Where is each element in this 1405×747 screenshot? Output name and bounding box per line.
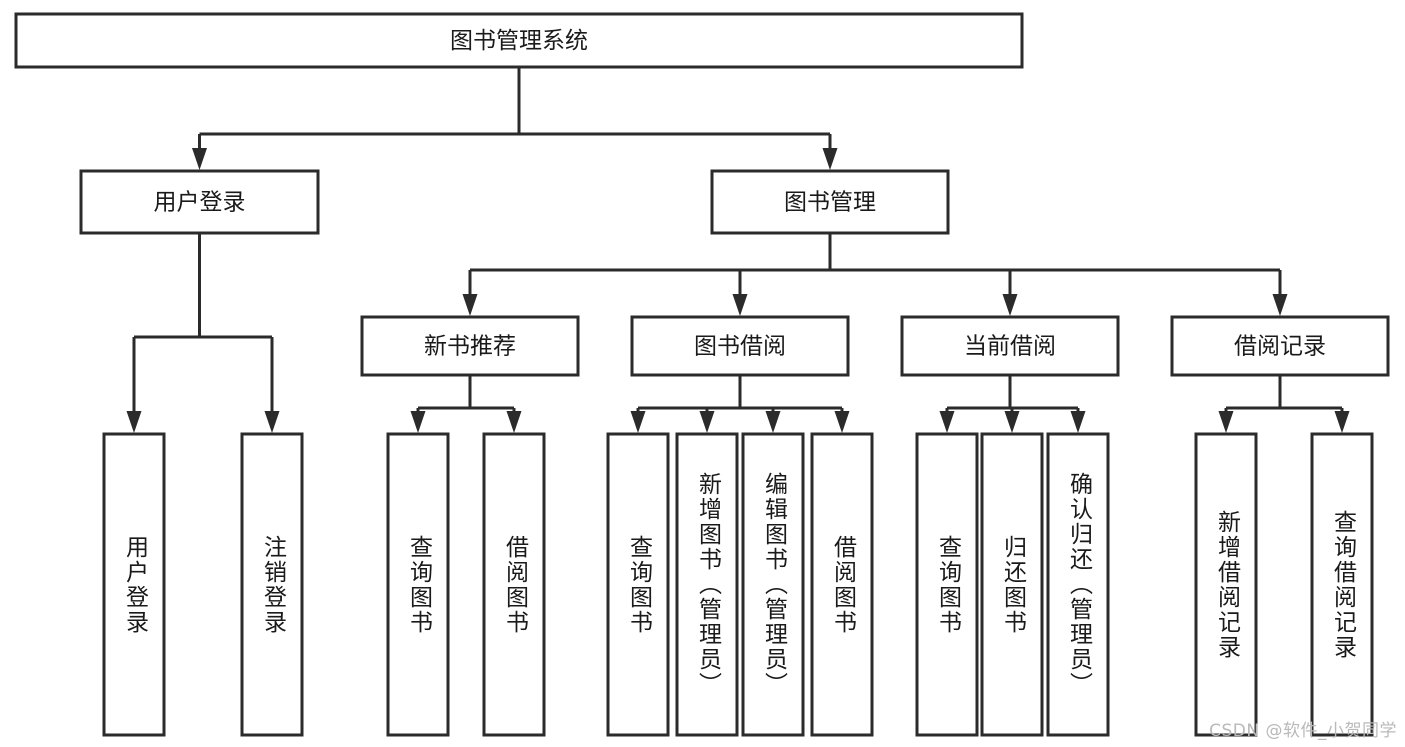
node-box[interactable] [741,432,805,737]
node-l1_0[interactable]: 用户登录 [79,169,320,235]
arrow-head-icon [1004,411,1020,433]
node-box[interactable] [14,12,1024,69]
arrow-head-icon [699,411,715,433]
node-box[interactable] [1046,432,1110,737]
node-label: 图书借阅 [694,334,786,360]
arrow-head-icon [462,294,478,316]
node-box[interactable] [79,169,320,235]
node-box[interactable] [1310,432,1374,737]
node-leaf_3[interactable] [482,432,546,737]
arrow-head-icon [765,411,781,433]
node-box[interactable] [1170,315,1390,377]
edge-layer [126,67,1350,433]
node-box[interactable] [1194,432,1258,737]
arrow-head-icon [732,294,748,316]
arrow-head-icon [1334,411,1350,433]
node-box[interactable] [482,432,546,737]
node-leaf_4[interactable] [606,432,670,737]
watermark: CSDN @软件_小贺同学 [1209,721,1397,741]
node-leaf_1[interactable] [240,432,304,737]
node-label: 用户登录 [154,190,246,216]
node-label: 图书管理 [784,190,876,216]
arrow-head-icon [264,411,280,433]
node-box[interactable] [810,432,874,737]
node-root[interactable]: 图书管理系统 [14,12,1024,69]
arrow-head-icon [410,411,426,433]
arrow-head-icon [630,411,646,433]
node-l2_3[interactable]: 借阅记录 [1170,315,1390,377]
node-l1_1[interactable]: 图书管理 [710,169,950,235]
arrow-head-icon [939,411,955,433]
node-box[interactable] [360,315,580,377]
node-box[interactable] [240,432,304,737]
arrow-head-icon [126,411,142,433]
node-leaf_7[interactable] [810,432,874,737]
arrow-head-icon [834,411,850,433]
node-l2_1[interactable]: 图书借阅 [630,315,850,377]
node-box[interactable] [102,432,166,737]
arrow-head-icon [822,148,838,170]
node-leaf_9[interactable] [980,432,1044,737]
arrow-head-icon [1272,294,1288,316]
node-leaf_8[interactable] [915,432,979,737]
node-box[interactable] [900,315,1120,377]
node-box[interactable] [606,432,670,737]
node-box[interactable] [675,432,739,737]
node-leaf_0[interactable] [102,432,166,737]
node-box[interactable] [915,432,979,737]
node-label: 图书管理系统 [450,28,588,54]
node-label: 借阅记录 [1234,334,1326,360]
node-l2_2[interactable]: 当前借阅 [900,315,1120,377]
node-box[interactable] [710,169,950,235]
node-leaf_11[interactable] [1194,432,1258,737]
arrow-head-icon [506,411,522,433]
node-leaf_2[interactable] [386,432,450,737]
arrow-head-icon [1218,411,1234,433]
node-box[interactable] [386,432,450,737]
node-leaf_10[interactable] [1046,432,1110,737]
arrow-head-icon [192,148,207,170]
node-l2_0[interactable]: 新书推荐 [360,315,580,377]
node-leaf_12[interactable] [1310,432,1374,737]
node-leaf_5[interactable] [675,432,739,737]
node-leaf_6[interactable] [741,432,805,737]
arrow-head-icon [1070,411,1086,433]
arrow-head-icon [1002,294,1018,316]
node-box[interactable] [980,432,1044,737]
node-label: 当前借阅 [964,334,1056,360]
node-label: 新书推荐 [424,334,516,360]
node-box[interactable] [630,315,850,377]
